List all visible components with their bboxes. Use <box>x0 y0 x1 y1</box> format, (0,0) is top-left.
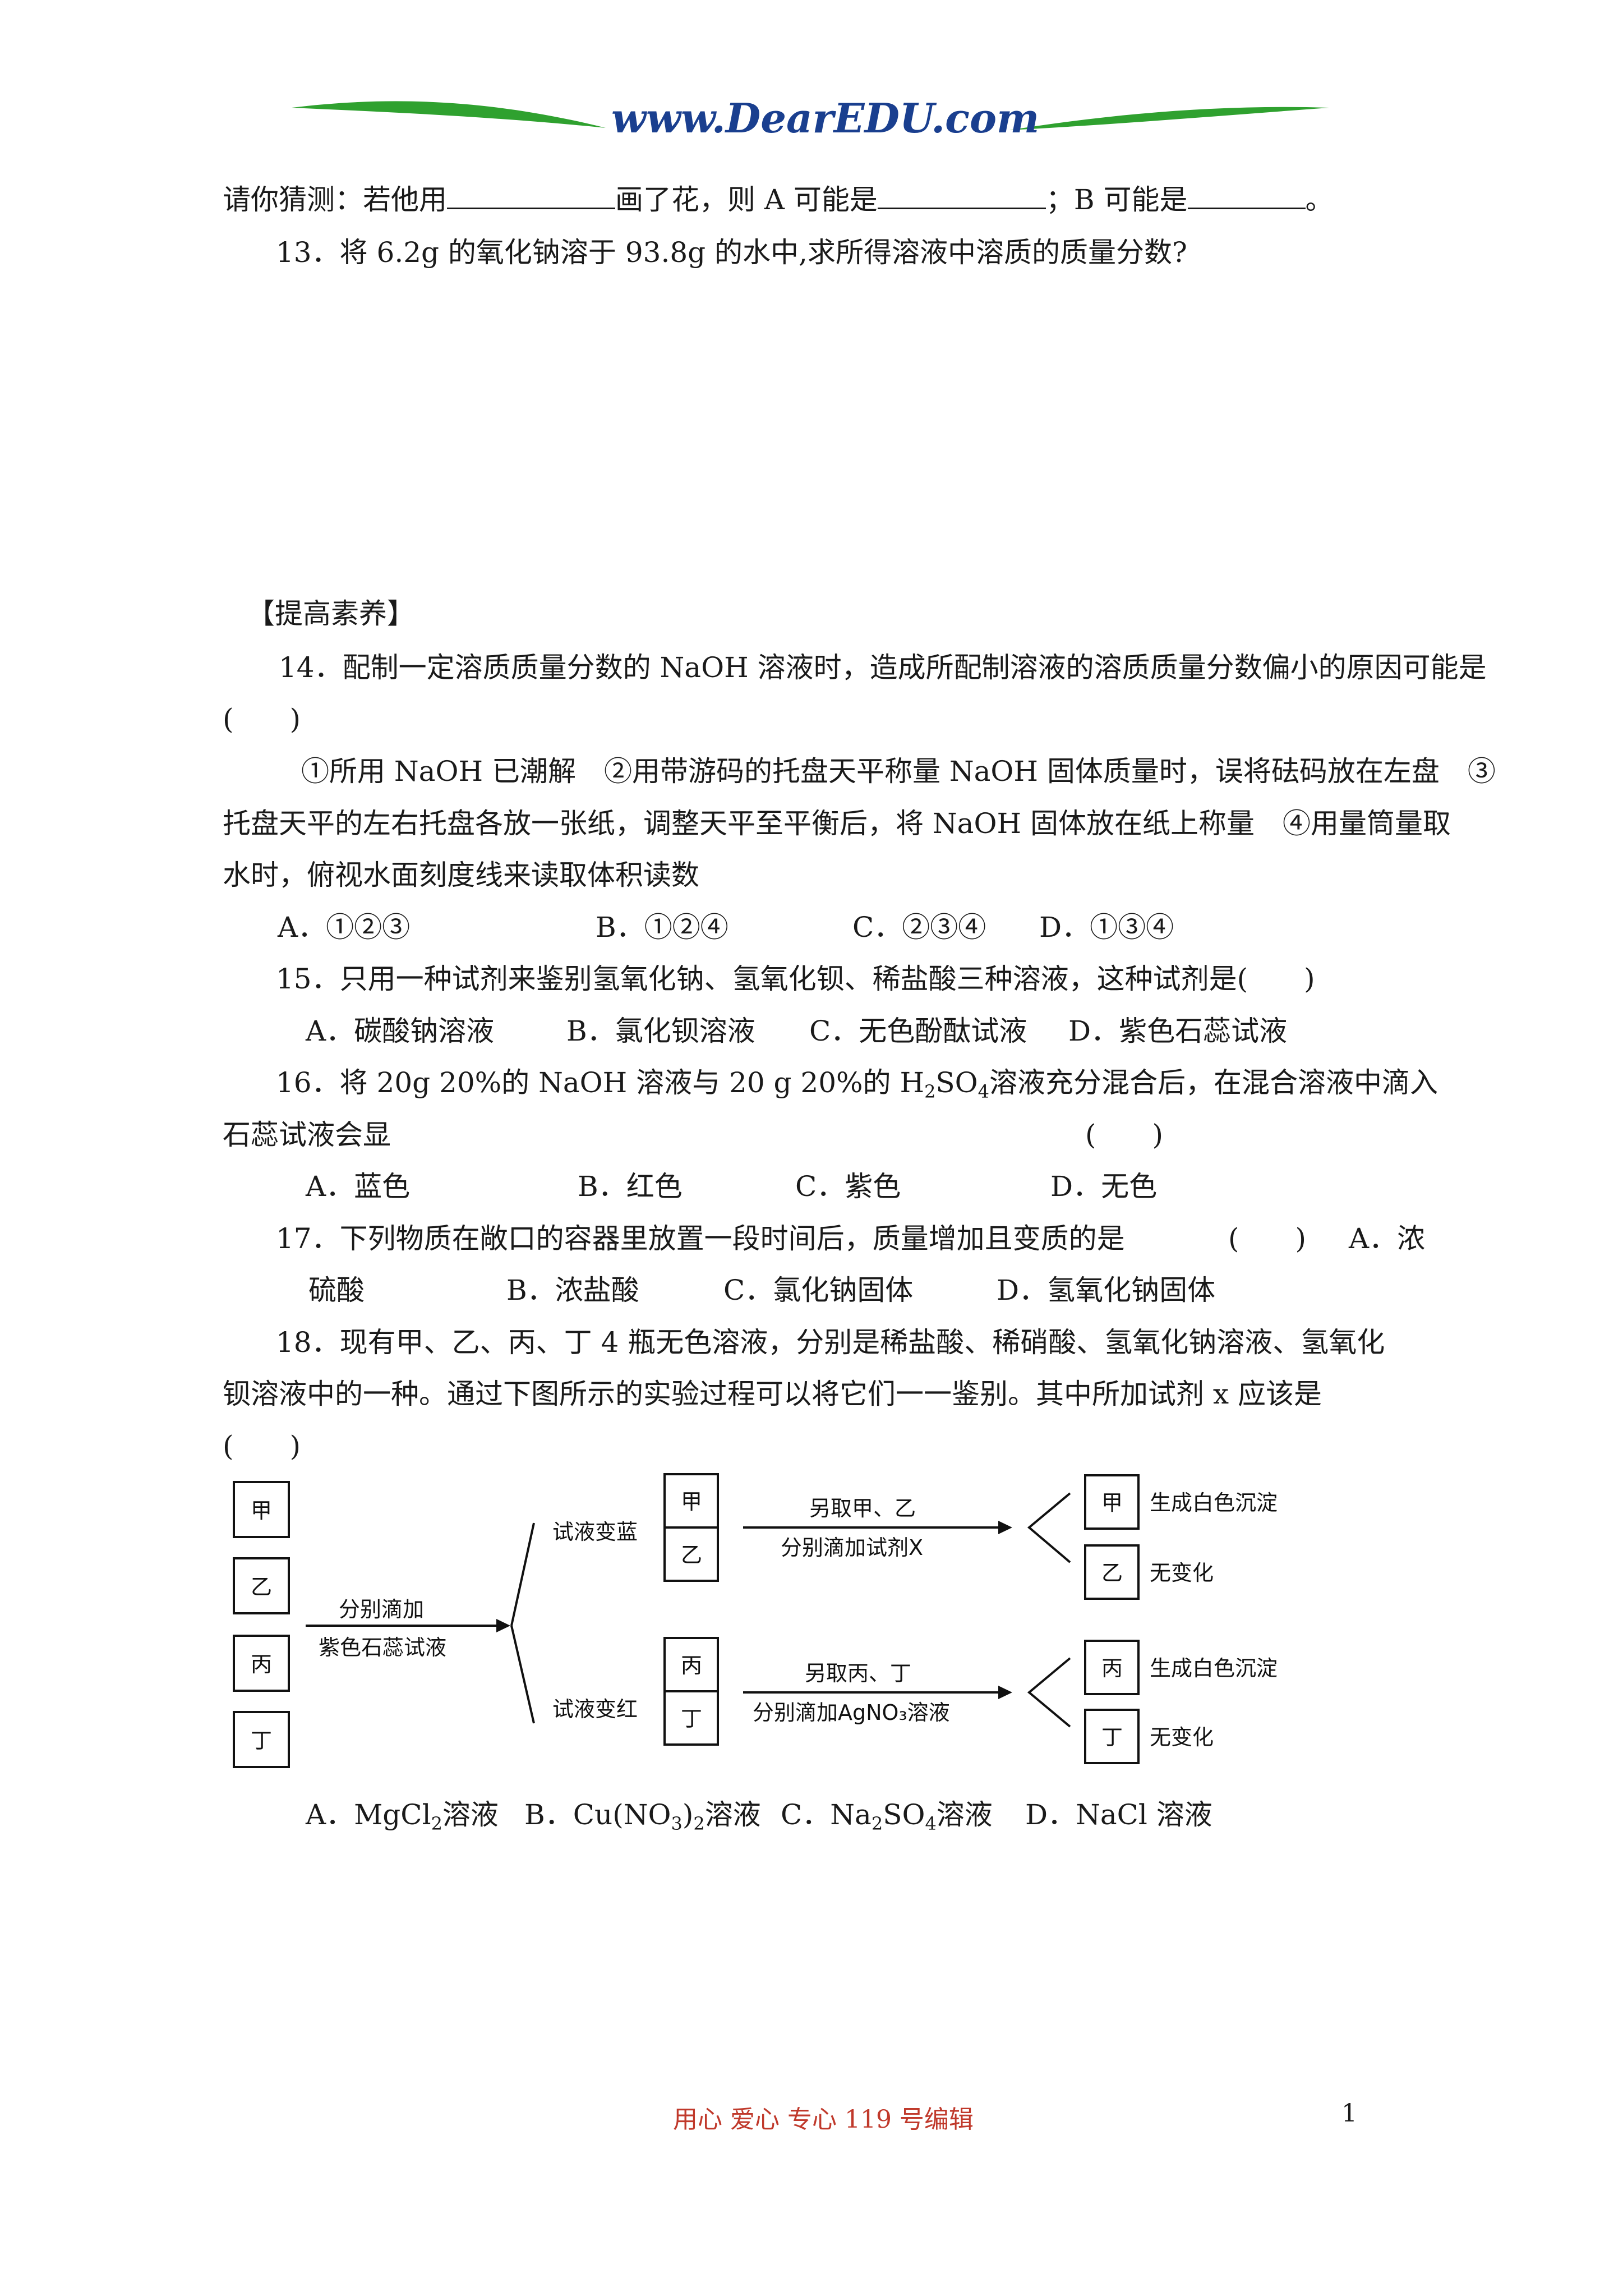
logo-swoosh-right <box>1009 107 1329 130</box>
question-18-paren: ( ) <box>223 1430 301 1462</box>
branch-up-label: 试液变蓝 <box>552 1520 638 1544</box>
q16-option-c[interactable]: C．紫色 <box>795 1170 901 1203</box>
question-17-stem: 17．下列物质在敞口的容器里放置一段时间后，质量增加且变质的是 <box>276 1222 1125 1255</box>
label-ding-left: 丁 <box>251 1728 272 1753</box>
bracket-down <box>1027 1657 1071 1728</box>
box-ding-mid <box>663 1690 719 1746</box>
question-14-paren: ( ) <box>223 703 301 735</box>
q16-option-b[interactable]: B．红色 <box>578 1170 683 1203</box>
answer-blank-1[interactable] <box>447 181 615 209</box>
q18-option-d[interactable]: D．NaCl 溶液 <box>1025 1798 1212 1831</box>
bracket-up <box>1027 1492 1071 1563</box>
page-number: 1 <box>1341 2099 1357 2128</box>
section-title: 【提高素养】 <box>247 597 415 630</box>
question-14-line1: ①所用 NaOH 已潮解 ②用带游码的托盘天平称量 NaOH 固体质量时，误将砝… <box>301 755 1496 788</box>
q14-option-c[interactable]: C．②③④ <box>852 911 986 944</box>
q17-option-d[interactable]: D．氢氧化钠固体 <box>997 1274 1216 1306</box>
q14-option-a[interactable]: A．①②③ <box>278 911 411 944</box>
q15-option-c[interactable]: C．无色酚酞试液 <box>809 1015 1027 1047</box>
footer-slogan: 用心 爱心 专心 119 号编辑 <box>673 2105 974 2134</box>
box-yi-right <box>1084 1544 1140 1600</box>
q17-option-a-cont[interactable]: 硫酸 <box>308 1274 365 1306</box>
step2-down-top-label: 另取丙、丁 <box>805 1661 911 1686</box>
q12-tail: 请你猜测：若他用画了花，则 A 可能是；B 可能是。 <box>223 181 1334 218</box>
box-ding-left <box>233 1711 290 1768</box>
question-16-paren: ( ) <box>1085 1119 1164 1151</box>
result-up-1-text: 生成白色沉淀 <box>1150 1490 1278 1515</box>
step2-up-bottom-label: 分别滴加试剂X <box>781 1535 923 1560</box>
logo-swoosh-left <box>292 101 606 128</box>
box-ding-right <box>1084 1709 1140 1764</box>
question-16-stem: 16．将 20g 20%的 NaOH 溶液与 20 g 20%的 H2SO4溶液… <box>276 1066 1438 1102</box>
label-jia-mid: 甲 <box>681 1489 702 1514</box>
question-15-stem: 15．只用一种试剂来鉴别氢氧化钠、氢氧化钡、稀盐酸三种溶液，这种试剂是( ) <box>276 963 1315 995</box>
question-14-stem: 14．配制一定溶质质量分数的 NaOH 溶液时，造成所配制溶液的溶质质量分数偏小… <box>279 651 1487 684</box>
q15-option-d[interactable]: D．紫色石蕊试液 <box>1068 1015 1288 1047</box>
q17-option-b[interactable]: B．浓盐酸 <box>506 1274 639 1306</box>
question-17-paren: ( ) <box>1228 1222 1307 1255</box>
q16-option-a[interactable]: A．蓝色 <box>306 1170 411 1203</box>
step2-down-bottom-label: 分别滴加AgNO₃溶液 <box>753 1700 950 1725</box>
label-yi-mid: 乙 <box>681 1543 702 1567</box>
question-14-line2: 托盘天平的左右托盘各放一张纸，调整天平至平衡后，将 NaOH 固体放在纸上称量 … <box>223 807 1451 840</box>
question-18-line1: 18．现有甲、乙、丙、丁 4 瓶无色溶液，分别是稀盐酸、稀硝酸、氢氧化钠溶液、氢… <box>276 1326 1385 1359</box>
box-bing-right <box>1084 1640 1140 1695</box>
result-down-1-text: 生成白色沉淀 <box>1150 1656 1278 1681</box>
answer-blank-3[interactable] <box>1187 181 1306 209</box>
question-14-line3: 水时，俯视水面刻度线来读取体积读数 <box>223 859 699 891</box>
answer-blank-2[interactable] <box>877 181 1046 209</box>
label-ding-right: 丁 <box>1101 1725 1123 1750</box>
branch-up <box>510 1522 535 1626</box>
label-yi-left: 乙 <box>251 1575 272 1599</box>
q14-option-b[interactable]: B．①②④ <box>596 911 728 944</box>
q17-option-a-part[interactable]: A．浓 <box>1349 1222 1426 1255</box>
branch-down <box>510 1625 535 1724</box>
question-13: 13．将 6.2g 的氧化钠溶于 93.8g 的水中,求所得溶液中溶质的质量分数… <box>276 236 1187 269</box>
box-bing-left <box>233 1635 290 1692</box>
label-bing-left: 丙 <box>251 1652 272 1677</box>
branch-down-label: 试液变红 <box>552 1697 638 1722</box>
result-down-2-text: 无变化 <box>1150 1725 1214 1750</box>
logo-text: www.DearEDU.com <box>611 94 1039 142</box>
q14-option-d[interactable]: D．①③④ <box>1039 911 1174 944</box>
step1-bottom-label: 紫色石蕊试液 <box>319 1635 446 1660</box>
label-ding-mid: 丁 <box>681 1706 702 1731</box>
label-bing-right: 丙 <box>1101 1656 1123 1681</box>
step1-top-label: 分别滴加 <box>339 1597 424 1622</box>
q15-option-b[interactable]: B．氯化钡溶液 <box>566 1015 755 1047</box>
question-18-line2: 钡溶液中的一种。通过下图所示的实验过程可以将它们一一鉴别。其中所加试剂 x 应该… <box>223 1378 1322 1410</box>
question-16-line2: 石蕊试液会显 <box>223 1119 391 1151</box>
label-bing-mid: 丙 <box>681 1653 702 1678</box>
box-yi-mid <box>663 1526 719 1582</box>
box-yi-left <box>233 1557 290 1614</box>
box-jia-left <box>233 1481 290 1538</box>
label-jia-left: 甲 <box>251 1498 272 1523</box>
q15-option-a[interactable]: A．碳酸钠溶液 <box>306 1015 495 1047</box>
q18-option-c[interactable]: C．Na2SO4溶液 <box>781 1798 993 1834</box>
label-jia-right: 甲 <box>1101 1490 1123 1515</box>
flow-diagram: 甲 乙 丙 丁 分别滴加 紫色石蕊试液 试液变蓝 试液变红 甲 乙 丙 丁 另取… <box>233 1473 1278 1768</box>
q18-option-b[interactable]: B．Cu(NO3)2溶液 <box>524 1798 761 1834</box>
label-yi-right: 乙 <box>1101 1561 1123 1585</box>
header-logo: www.DearEDU.com <box>292 94 1329 142</box>
q17-option-c[interactable]: C．氯化钠固体 <box>723 1274 914 1306</box>
box-jia-right <box>1084 1474 1140 1530</box>
q18-option-a[interactable]: A．MgCl2溶液 <box>306 1798 499 1834</box>
result-up-2-text: 无变化 <box>1150 1561 1214 1585</box>
step2-up-top-label: 另取甲、乙 <box>809 1496 916 1521</box>
q16-option-d[interactable]: D．无色 <box>1050 1170 1158 1203</box>
